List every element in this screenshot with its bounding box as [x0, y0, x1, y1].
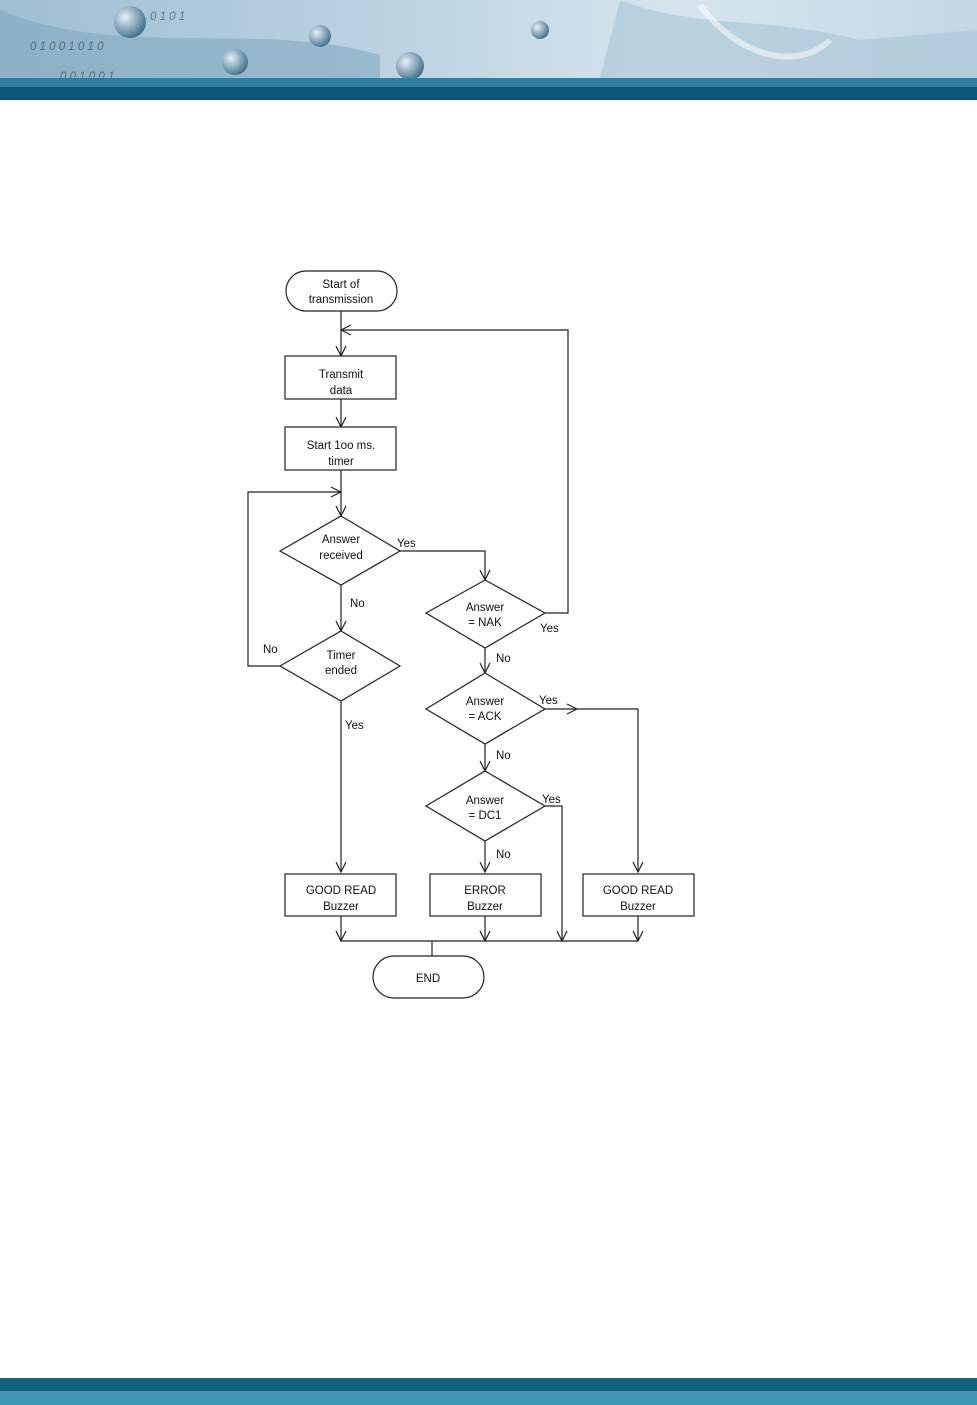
timer-label-line-2: timer [328, 456, 354, 468]
start-label-line-1: Start of [322, 279, 360, 291]
good-read-left-line-2: Buzzer [323, 901, 359, 913]
good-read-buzzer-right-box: GOOD READ Buzzer [583, 874, 694, 916]
banner-sphere-1 [114, 6, 146, 38]
answer-received-line-1: Answer [322, 534, 361, 546]
transmit-label-line-2: data [330, 385, 353, 397]
end-label: END [416, 973, 440, 985]
answer-ack-yes-label: Yes [539, 695, 558, 707]
answer-nak-no-label: No [496, 653, 511, 665]
good-read-buzzer-left-box: GOOD READ Buzzer [285, 874, 396, 916]
start-timer-box: Start 1oo ms. timer [285, 427, 396, 470]
good-read-right-line-1: GOOD READ [603, 885, 673, 897]
flowchart-diagram: Start of transmission Transmit data Star… [240, 260, 700, 1010]
timer-label-line-1: Start 1oo ms. [307, 440, 375, 452]
banner-watermark-line-1: 0 1 0 1 [150, 11, 185, 23]
banner-watermark-line-2: 0 1 0 0 1 0 1 0 [30, 41, 104, 53]
timer-ended-line-2: ended [325, 665, 357, 677]
answer-nak-yes-label: Yes [540, 623, 559, 635]
start-label-line-2: transmission [309, 294, 374, 306]
answer-ack-decision: Answer = ACK [426, 673, 545, 744]
answer-dc1-yes-label: Yes [542, 794, 561, 806]
banner-sphere-2 [222, 49, 248, 75]
answer-received-line-2: received [319, 550, 362, 562]
good-read-left-line-1: GOOD READ [306, 885, 376, 897]
error-buzzer-box: ERROR Buzzer [430, 874, 541, 916]
timer-ended-decision: Timer ended [280, 631, 400, 701]
footer-bar-graphic [0, 1378, 977, 1405]
timer-ended-no-label: No [263, 644, 278, 656]
answer-received-no-label: No [350, 598, 365, 610]
good-read-right-line-2: Buzzer [620, 901, 656, 913]
answer-ack-line-2: = ACK [469, 711, 502, 723]
banner-sphere-4 [396, 52, 424, 80]
answer-received-yes-label: Yes [397, 538, 416, 550]
banner-sphere-5 [531, 21, 549, 39]
error-buzzer-line-1: ERROR [464, 885, 506, 897]
error-buzzer-line-2: Buzzer [467, 901, 503, 913]
answer-ack-line-1: Answer [466, 696, 505, 708]
timer-ended-yes-label: Yes [345, 720, 364, 732]
answer-nak-decision: Answer = NAK [426, 580, 545, 648]
header-banner: 0 1 0 1 0 1 0 0 1 0 1 0 0 0 1 0 0 1 [0, 0, 977, 100]
end-terminator: END [373, 956, 484, 998]
answer-dc1-no-label: No [496, 849, 511, 861]
answer-dc1-decision: Answer = DC1 [426, 771, 545, 841]
banner-sphere-3 [309, 25, 331, 47]
flowchart-connectors [248, 311, 638, 956]
header-banner-graphic: 0 1 0 1 0 1 0 0 1 0 1 0 0 0 1 0 0 1 [0, 0, 977, 100]
answer-received-decision: Answer received [280, 516, 400, 585]
timer-ended-line-1: Timer [327, 650, 356, 662]
answer-nak-line-2: = NAK [468, 617, 502, 629]
flowchart: Start of transmission Transmit data Star… [240, 260, 700, 1010]
answer-ack-no-label: No [496, 750, 511, 762]
answer-dc1-line-2: = DC1 [469, 810, 502, 822]
transmit-label-line-1: Transmit [319, 369, 364, 381]
footer-bar [0, 1378, 977, 1405]
transmit-data-box: Transmit data [285, 356, 396, 399]
answer-dc1-line-1: Answer [466, 795, 505, 807]
start-terminator: Start of transmission [286, 271, 397, 311]
answer-nak-line-1: Answer [466, 602, 505, 614]
